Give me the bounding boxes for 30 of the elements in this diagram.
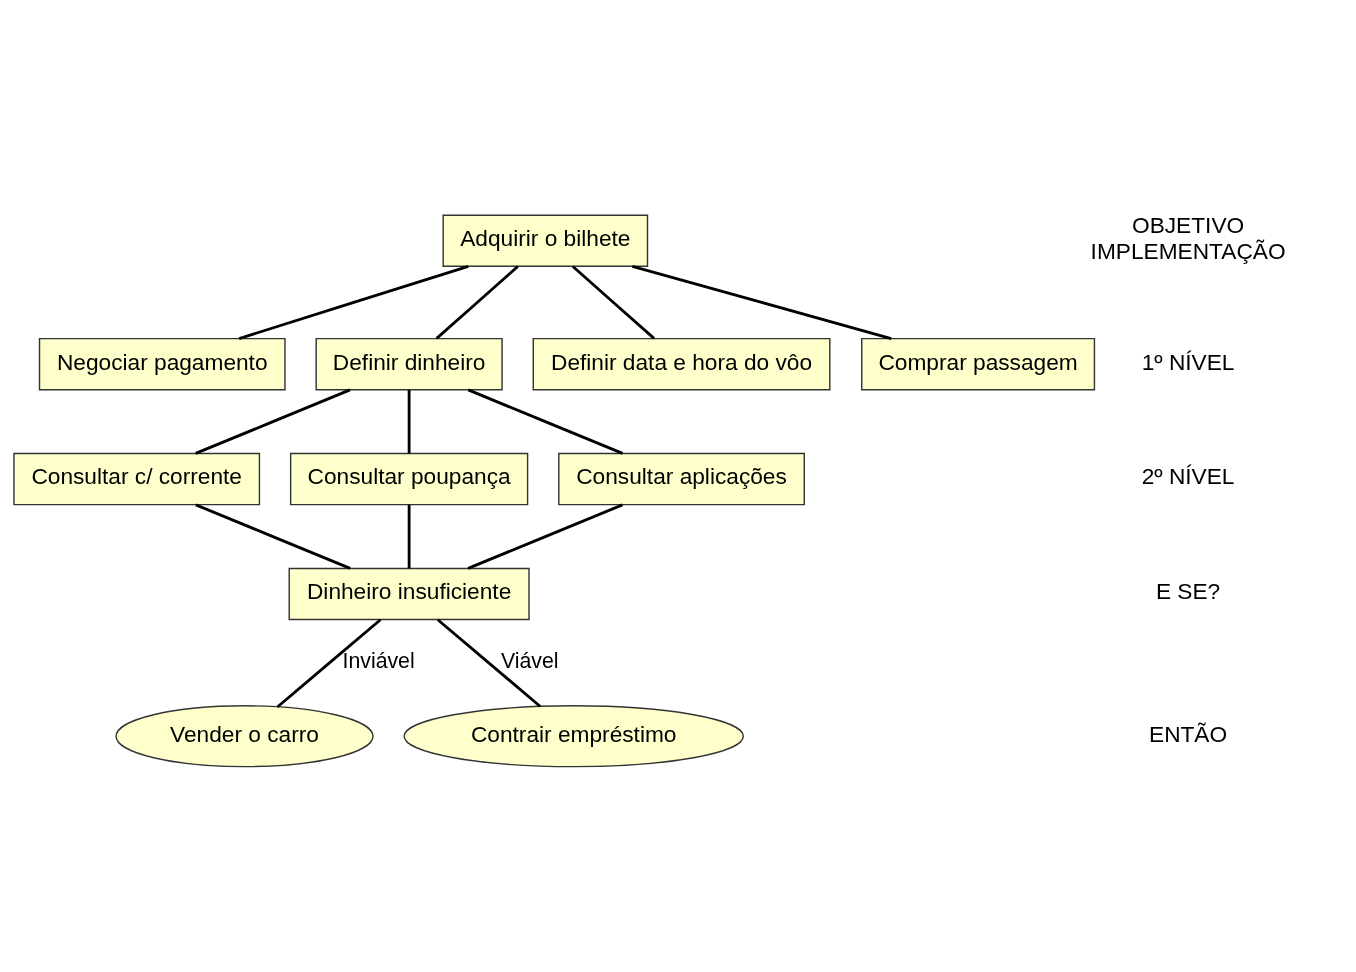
connector <box>467 503 623 570</box>
node-ellipse: Contrair empréstimo <box>403 704 744 767</box>
node-box: Consultar aplicações <box>558 452 805 505</box>
connector <box>407 389 411 453</box>
connector <box>195 503 351 570</box>
label: 1º NÍVEL <box>1141 348 1235 375</box>
connector <box>435 265 519 339</box>
label: 2º NÍVEL <box>1141 462 1235 489</box>
connector <box>467 388 624 455</box>
label: ENTÃO <box>1149 720 1228 747</box>
node-box: Dinheiro insuficiente <box>288 567 530 620</box>
node-box: Consultar poupança <box>289 452 529 505</box>
connector <box>195 388 351 455</box>
node-box: Comprar passagem <box>861 337 1096 390</box>
connector <box>632 264 892 340</box>
connector <box>571 265 655 339</box>
label: E SE? <box>1155 577 1221 604</box>
connector <box>276 618 382 708</box>
node-box: Consultar c/ corrente <box>13 452 261 505</box>
connector <box>436 618 542 708</box>
edge-label: Viável <box>500 648 559 673</box>
label: OBJETIVO IMPLEMENTAÇÃO <box>1090 211 1286 264</box>
node-ellipse: Vender o carro <box>115 704 374 767</box>
connector <box>407 504 411 568</box>
node-box: Adquirir o bilhete <box>442 214 649 267</box>
node-box: Definir data e hora do vôo <box>532 337 831 390</box>
node-box: Negociar pagamento <box>38 337 286 390</box>
edge-label: Inviável <box>342 648 415 673</box>
connector <box>238 264 469 340</box>
node-box: Definir dinheiro <box>315 337 503 390</box>
